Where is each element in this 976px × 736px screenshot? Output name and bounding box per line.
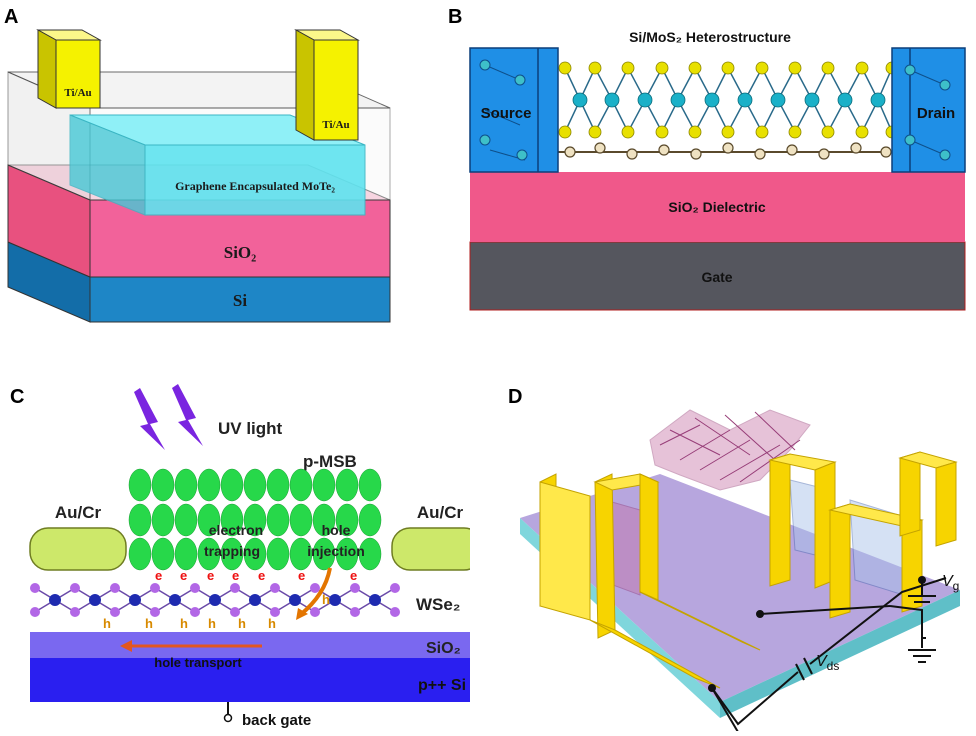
electron-trapping-label-2: trapping [204,543,260,559]
uv-bolt-right-icon [172,384,203,446]
dielectric-label: SiO₂ Dielectric [668,199,765,215]
source-label: Source [481,105,532,122]
electron-trapping-label: electron [209,522,263,538]
source-lattice [479,59,528,161]
electrode-4 [769,453,791,587]
gate-layer [469,241,966,311]
svg-text:e: e [350,568,357,583]
gate-label: Gate [701,269,732,285]
terminal-dot-2 [756,610,764,618]
vds-capacitor-icon [795,657,813,681]
wse2-lattice [30,583,400,617]
right-electrode-side [295,29,315,141]
molybdenum-atoms [572,92,886,108]
drain-contact [891,47,966,173]
substrate-top [520,474,960,702]
ground-icon [908,649,936,663]
terminal-dot-3 [918,576,926,584]
sio2-dielectric-layer [470,172,965,242]
svg-text:h: h [145,616,153,631]
svg-text:h: h [268,616,276,631]
substrate-right-edge [720,590,960,718]
panel-d: D [490,370,976,733]
sio2-label: SiO₂ [224,243,257,262]
uv-light-label: UV light [218,419,283,438]
svg-text:e: e [232,568,239,583]
hole-injection-label-2: injection [307,543,365,559]
drain-label: Drain [917,105,955,122]
panel-c: C UV light p-MSB electron trapping hole … [0,370,483,731]
svg-text:h: h [208,616,216,631]
panel-a: A Graphene Encapsulated MoTe₂ Ti/Au Ti/A… [0,0,420,330]
hole-transport-arrowhead [120,640,132,652]
panel-b-heterostructure-diagram: Si/MoS₂ Heterostructure Gate SiO₂ Dielec… [469,29,966,311]
svg-text:h: h [238,616,246,631]
wse2-label: WSe₂ [416,595,460,614]
vg-label: Vg [942,573,959,593]
panel-b-label: B [448,6,463,28]
p-msb-label: p-MSB [303,452,357,471]
panel-d-label: D [508,386,523,408]
electrode-3 [639,473,659,601]
p-si-label: p++ Si [418,677,466,694]
svg-text:e: e [298,568,305,583]
svg-text:h: h [180,616,188,631]
electrode-9 [935,461,957,547]
holes: h h h h h h h [103,592,330,631]
electrodes [539,451,958,689]
back-gate-terminal [223,713,233,723]
left-au-cr-contact [29,527,127,571]
right-electrode-front [313,39,359,141]
electrode-2 [594,473,616,639]
uv-bolt-left-icon [134,388,165,450]
panel-a-label: A [4,6,19,28]
svg-text:h: h [103,616,111,631]
right-au-cr-contact [391,527,483,571]
vds-label: Vds [816,653,839,673]
hole-injection-arrow [298,567,332,617]
p-msb-molecules [128,468,382,571]
electrode-1-foot [539,481,591,621]
hole-transport-label: hole transport [154,655,242,670]
sulfur-atoms [558,61,899,139]
svg-text:e: e [155,568,162,583]
right-contact-label: Au/Cr [417,503,464,522]
terminal-dot-1 [708,684,716,692]
left-electrode-side [37,29,57,109]
panel-c-label: C [10,386,25,408]
panel-c-device-diagram: UV light p-MSB electron trapping hole in… [29,384,483,729]
panel-d-device-diagram: Vg Vds [520,409,960,733]
mote2-channel-side [69,114,146,216]
electrode-6 [829,503,851,619]
circuit-wires [711,577,947,733]
si-chain [558,142,892,160]
hole-injection-label: hole [322,522,351,538]
electron-trapping-line1: electron [209,522,263,538]
electrode-long-bar-2 [639,591,761,651]
left-electrode-front [55,39,101,109]
svg-text:e: e [180,568,187,583]
vg-source-icon [908,595,936,603]
drain-lattice [904,64,951,161]
right-electrode-label: Ti/Au [322,119,349,131]
electrode-8 [899,451,921,537]
sio2-label: SiO₂ [426,640,461,657]
electrode-long-bar [589,619,721,689]
back-gate-label: back gate [242,712,311,729]
left-contact-label: Au/Cr [55,503,102,522]
panel-b: B Si/MoS₂ Heterostructure Gate SiO₂ Diel… [440,0,976,330]
p-si-substrate [30,658,482,702]
svg-text:e: e [207,568,214,583]
hole-injection-arrowhead [296,608,308,620]
si-label: Si [233,291,247,310]
svg-text:h: h [322,592,330,607]
svg-text:e: e [258,568,265,583]
heterostructure-title: Si/MoS₂ Heterostructure [629,29,791,45]
panel-a-device-diagram: Graphene Encapsulated MoTe₂ Ti/Au Ti/Au … [7,29,391,323]
channel-label: Graphene Encapsulated MoTe₂ [175,179,335,193]
left-electrode-label: Ti/Au [64,87,91,99]
